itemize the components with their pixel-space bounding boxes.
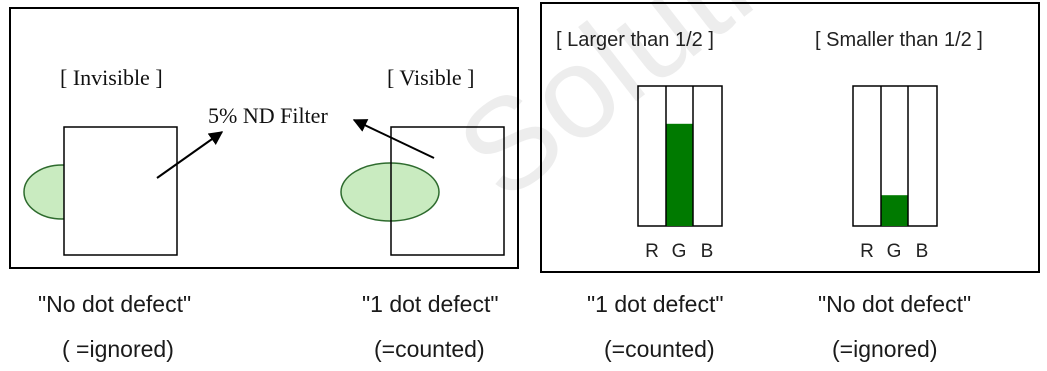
pixel-smaller-label-b: B xyxy=(916,241,929,262)
caption-1-line2: ( =ignored) xyxy=(62,336,174,362)
pixel-smaller-label-g: G xyxy=(887,241,902,262)
label-smaller: [ Smaller than 1/2 ] xyxy=(815,29,983,51)
pixel-smaller: R G B xyxy=(852,85,938,262)
pixel-larger-label-g: G xyxy=(672,241,687,262)
right-panel-frame xyxy=(540,2,1040,273)
pixel-smaller-green-fill xyxy=(881,195,908,226)
caption-2-line2: (=counted) xyxy=(374,336,485,362)
pixel-smaller-label-r: R xyxy=(860,241,874,262)
left-square xyxy=(63,126,178,256)
label-invisible: [ Invisible ] xyxy=(60,65,163,90)
caption-3-line1: "1 dot defect" xyxy=(587,291,724,317)
pixel-larger: R G B xyxy=(637,85,723,262)
label-nd-filter: 5% ND Filter xyxy=(208,103,328,128)
caption-4-line1: "No dot defect" xyxy=(818,291,972,317)
caption-2-line1: "1 dot defect" xyxy=(362,291,499,317)
caption-4-line2: (=ignored) xyxy=(832,336,938,362)
pixel-larger-green-fill xyxy=(666,123,693,226)
caption-1-line1: "No dot defect" xyxy=(38,291,192,317)
label-visible: [ Visible ] xyxy=(387,65,474,90)
right-ellipse xyxy=(340,162,440,222)
pixel-larger-label-r: R xyxy=(645,241,659,262)
right-panel: [ Larger than 1/2 ] [ Smaller than 1/2 ]… xyxy=(540,2,1040,273)
pixel-larger-label-b: B xyxy=(701,241,714,262)
arrow-to-right xyxy=(352,119,435,159)
right-square xyxy=(390,126,505,256)
arrow-to-left xyxy=(156,131,224,179)
label-larger: [ Larger than 1/2 ] xyxy=(556,29,714,51)
caption-3-line2: (=counted) xyxy=(604,336,715,362)
left-panel: [ Invisible ] [ Visible ] 5% ND Filter xyxy=(9,7,519,269)
